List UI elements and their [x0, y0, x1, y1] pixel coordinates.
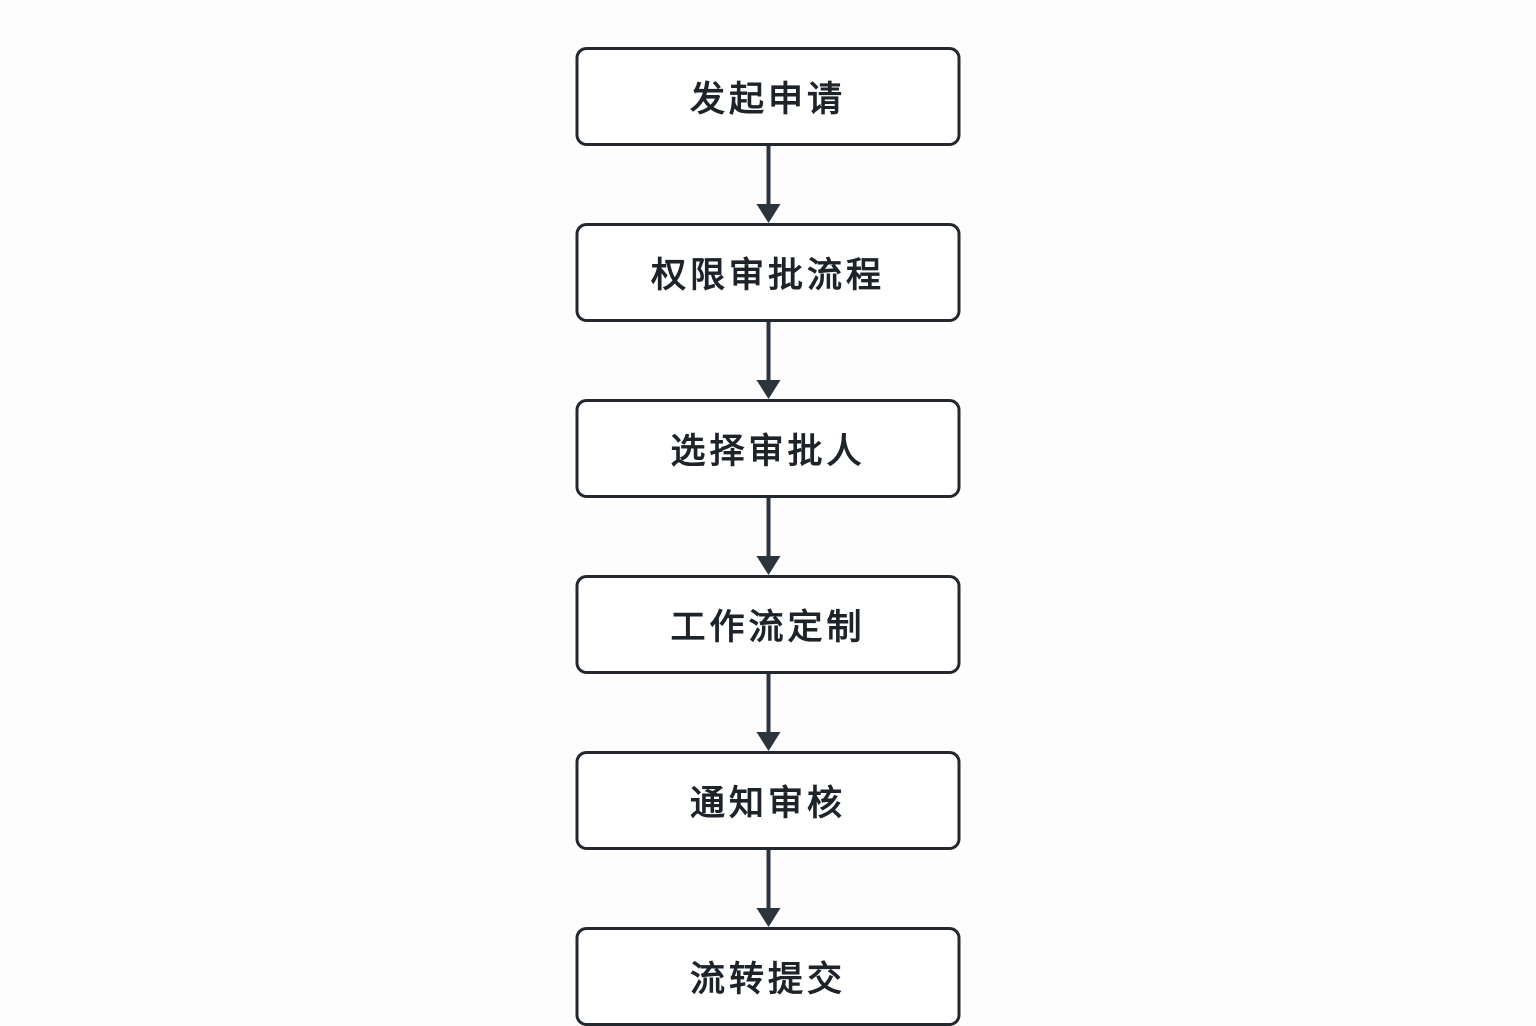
arrow-head-icon — [756, 908, 780, 927]
down-arrow-connector — [755, 850, 781, 927]
arrow-head-icon — [756, 556, 780, 575]
flow-node-notify-review: 通知审核 — [575, 751, 961, 850]
flow-node-permission-approval-process: 权限审批流程 — [575, 223, 961, 322]
arrow-shaft — [766, 146, 770, 204]
flow-node-label: 选择审批人 — [670, 432, 866, 471]
down-arrow-connector — [755, 146, 781, 223]
down-arrow-connector — [755, 674, 781, 751]
arrow-shaft — [766, 850, 770, 908]
flow-node-select-approver: 选择审批人 — [575, 399, 961, 498]
flow-node-workflow-customization: 工作流定制 — [575, 575, 961, 674]
arrow-shaft — [766, 498, 770, 556]
flowchart-column: 发起申请 权限审批流程 选择审批人 工作流定制 通知审核 — [575, 47, 961, 1026]
flow-node-label: 通知审核 — [689, 784, 846, 823]
down-arrow-connector — [755, 498, 781, 575]
flow-node-flow-submission: 流转提交 — [575, 927, 961, 1026]
down-arrow-connector — [755, 322, 781, 399]
arrow-head-icon — [756, 204, 780, 223]
flow-node-label: 流转提交 — [689, 960, 846, 999]
flow-node-initiate-application: 发起申请 — [575, 47, 961, 146]
arrow-head-icon — [756, 380, 780, 399]
arrow-head-icon — [756, 732, 780, 751]
flow-node-label: 权限审批流程 — [650, 256, 885, 295]
flow-node-label: 发起申请 — [689, 80, 846, 119]
arrow-shaft — [766, 322, 770, 380]
arrow-shaft — [766, 674, 770, 732]
flow-node-label: 工作流定制 — [670, 608, 866, 647]
